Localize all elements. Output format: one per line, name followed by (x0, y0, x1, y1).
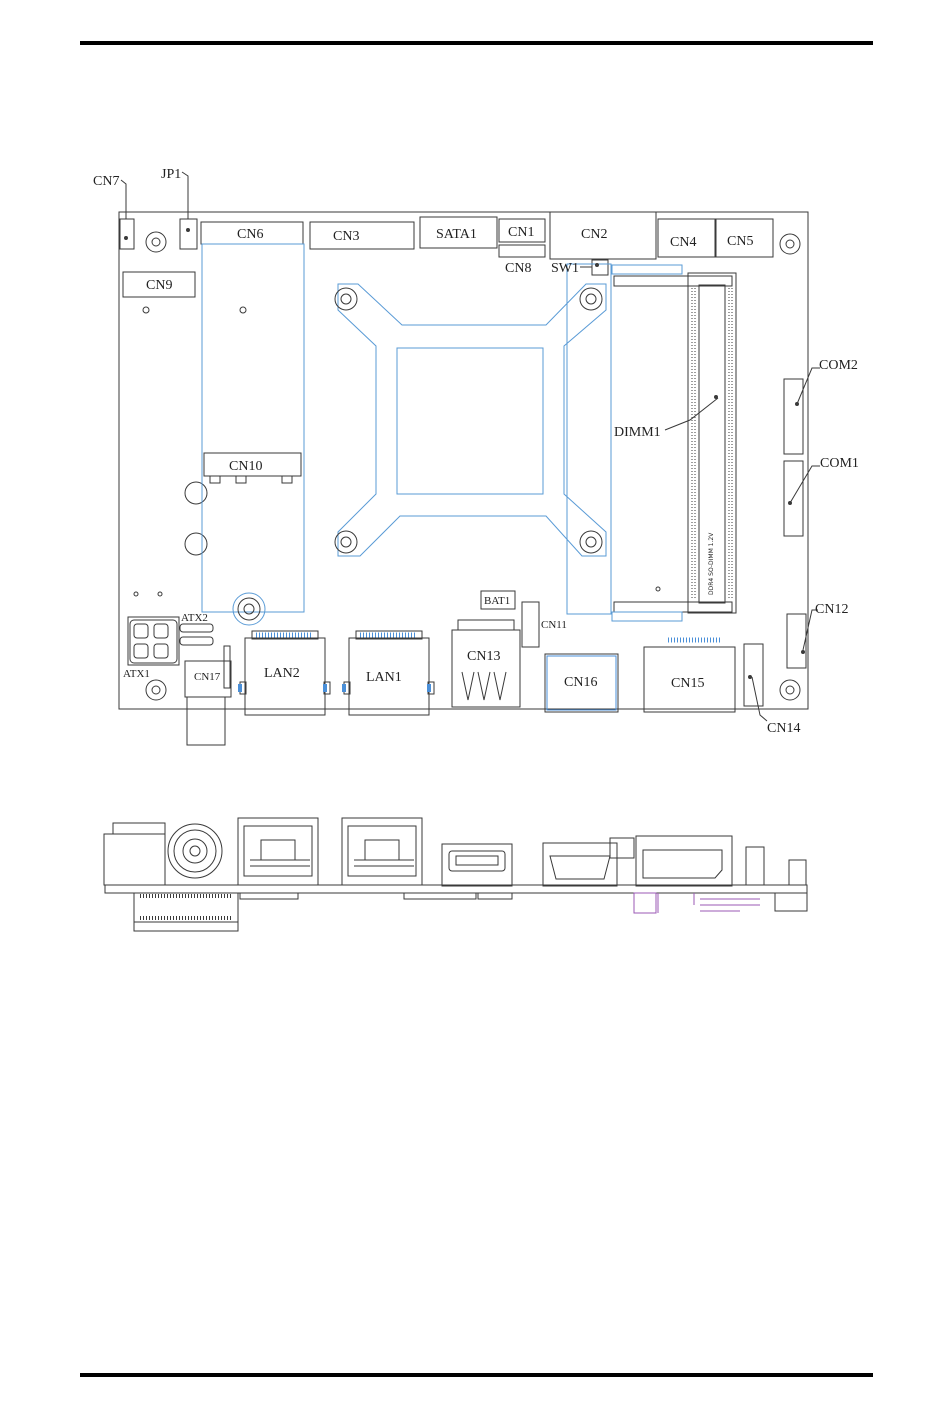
side-audio-jack (168, 824, 222, 878)
com2-connector (784, 379, 803, 454)
label-atx1: ATX1 (123, 668, 150, 680)
side-lan2 (238, 818, 318, 885)
side-dc-jack (104, 834, 165, 885)
label-sata1: SATA1 (436, 227, 477, 242)
label-cn11: CN11 (541, 619, 567, 631)
label-cn5: CN5 (727, 234, 753, 249)
side-lan1 (342, 818, 422, 885)
jp1-connector (180, 219, 197, 249)
cn7-connector (120, 219, 134, 249)
label-cn1: CN1 (508, 225, 534, 240)
cn11-connector (522, 602, 539, 647)
cn13-connector (452, 630, 520, 707)
cn3-connector (310, 222, 414, 249)
cpu-die (397, 348, 543, 494)
label-cn7: CN7 (93, 174, 119, 189)
mounting-hole-bl (146, 680, 166, 700)
cn8-connector (499, 245, 545, 257)
com1-connector (784, 461, 803, 536)
label-lan1: LAN1 (366, 670, 402, 685)
label-cn17: CN17 (194, 671, 221, 683)
label-sw1: SW1 (551, 261, 579, 276)
mounting-hole-tl (146, 232, 166, 252)
atx2-connector (180, 624, 213, 632)
label-cn15: CN15 (671, 676, 704, 691)
label-cn2: CN2 (581, 227, 607, 242)
sw1-switch (592, 260, 608, 275)
label-cn12: CN12 (815, 602, 848, 617)
cn17-plug (187, 697, 225, 745)
side-hdmi (543, 843, 617, 886)
label-cn10: CN10 (229, 459, 262, 474)
label-cn6: CN6 (237, 227, 263, 242)
label-com2: COM2 (819, 358, 858, 373)
label-cn13: CN13 (467, 649, 500, 664)
label-cn4: CN4 (670, 235, 696, 250)
cn14-connector (744, 644, 763, 706)
mounting-hole-br (780, 680, 800, 700)
label-dimm1: DIMM1 (614, 425, 661, 440)
label-cn3: CN3 (333, 229, 359, 244)
label-cn16: CN16 (564, 675, 597, 690)
cn12-connector (787, 614, 806, 668)
label-cn9: CN9 (146, 278, 172, 293)
label-jp1: JP1 (161, 167, 181, 182)
board-outline (119, 212, 808, 709)
label-com1: COM1 (820, 456, 859, 471)
mounting-hole-tr (780, 234, 800, 254)
label-cn14: CN14 (767, 721, 800, 736)
label-cn8: CN8 (505, 261, 531, 276)
label-lan2: LAN2 (264, 666, 300, 681)
side-m2-connector (134, 893, 238, 931)
label-bat1: BAT1 (484, 595, 510, 607)
heatsink-outline (338, 284, 606, 556)
label-dimm-vertical: DDR4 SO-DIMM 1.2V (708, 532, 715, 595)
label-atx2: ATX2 (181, 612, 208, 624)
